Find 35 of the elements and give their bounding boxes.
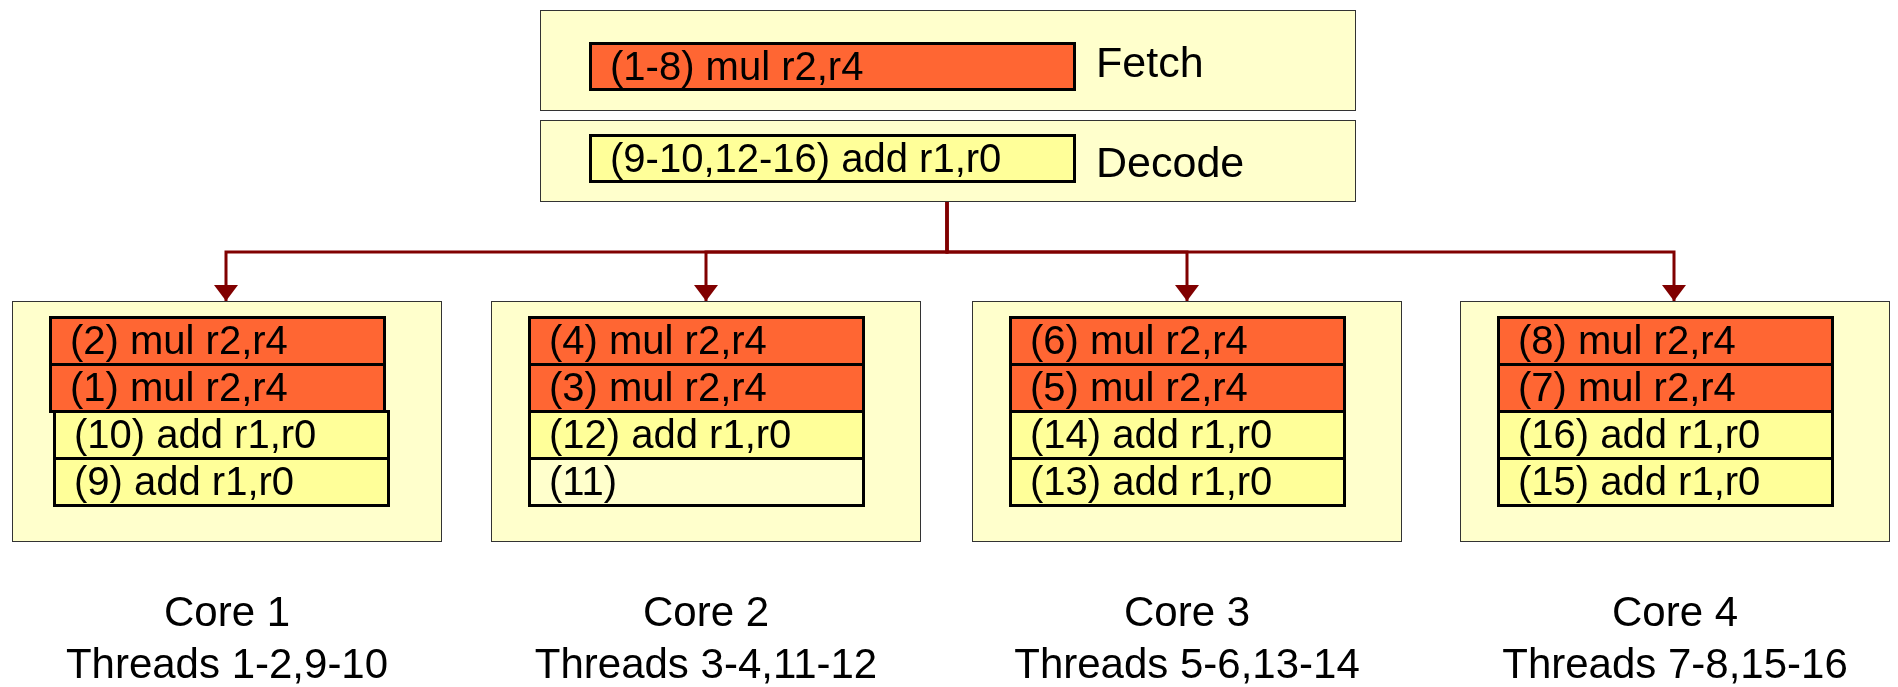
instruction-row: (1) mul r2,r4 [49,363,386,413]
instruction-row: (9) add r1,r0 [53,457,390,507]
core-box [491,301,921,542]
arrow [945,202,1686,301]
instruction-row: (12) add r1,r0 [528,410,865,460]
instruction-row: (11) [528,457,865,507]
instruction-row: (1-8) mul r2,r4 [589,42,1076,91]
core-box [972,301,1402,542]
instruction-row: (16) add r1,r0 [1497,410,1834,460]
stage-label: Decode [1096,139,1245,185]
instruction-row: (10) add r1,r0 [53,410,390,460]
core-box [1460,301,1890,542]
instruction-row: (6) mul r2,r4 [1009,316,1346,366]
instruction-row: (2) mul r2,r4 [49,316,386,366]
instruction-row: (4) mul r2,r4 [528,316,865,366]
instruction-row: (5) mul r2,r4 [1009,363,1346,413]
instruction-row: (3) mul r2,r4 [528,363,865,413]
instruction-row: (15) add r1,r0 [1497,457,1834,507]
pipeline-stage-box [540,120,1356,202]
thread-range-label: Threads 7-8,15-16 [1502,639,1848,687]
core-label: Core 2 [642,587,770,637]
thread-range-label: Threads 5-6,13-14 [1014,639,1360,687]
core-label: Core 3 [1123,587,1251,637]
core-label: Core 1 [163,587,291,637]
core-label: Core 4 [1611,587,1739,637]
core-box [12,301,442,542]
pipeline-stage-box [540,10,1356,111]
instruction-row: (8) mul r2,r4 [1497,316,1834,366]
instruction-row: (13) add r1,r0 [1009,457,1346,507]
instruction-row: (14) add r1,r0 [1009,410,1346,460]
thread-range-label: Threads 3-4,11-12 [534,639,878,687]
stage-label: Fetch [1096,38,1204,85]
thread-range-label: Threads 1-2,9-10 [65,639,389,687]
instruction-row: (7) mul r2,r4 [1497,363,1834,413]
instruction-row: (9-10,12-16) add r1,r0 [589,134,1076,183]
